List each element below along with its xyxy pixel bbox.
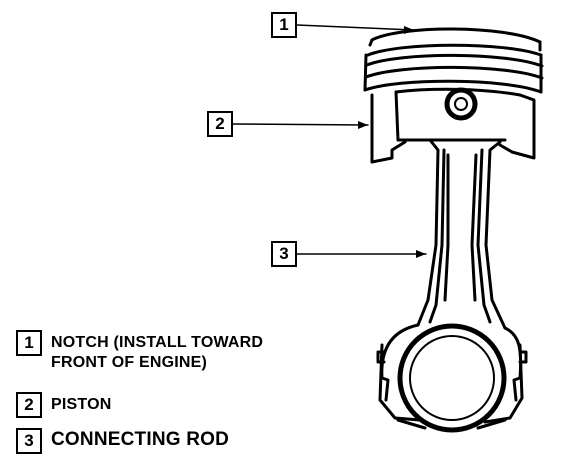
legend-number: 2 [16,392,42,418]
legend-label: CONNECTING ROD [51,430,229,450]
callout-1: 1 [271,12,297,38]
callout-3: 3 [271,241,297,267]
connecting-rod [376,138,528,433]
legend-item-piston: 2 PISTON [16,392,111,418]
legend-label: NOTCH (INSTALL TOWARD FRONT OF ENGINE) [51,333,263,373]
legend-label: PISTON [51,395,111,415]
legend-label-line: NOTCH (INSTALL TOWARD [51,334,264,351]
legend-number: 1 [16,330,42,356]
legend-label-line: FRONT OF ENGINE) [51,354,208,371]
legend-label-line: CONNECTING ROD [51,429,230,450]
piston [370,87,536,164]
legend-item-connecting-rod: 3 CONNECTING ROD [16,428,229,454]
legend-item-notch: 1 NOTCH (INSTALL TOWARD FRONT OF ENGINE) [16,330,263,373]
callout-2: 2 [207,111,233,137]
legend-number: 3 [16,428,42,454]
piston-rings [363,27,544,94]
leader-lines [232,24,427,255]
legend-label-line: PISTON [51,396,112,413]
